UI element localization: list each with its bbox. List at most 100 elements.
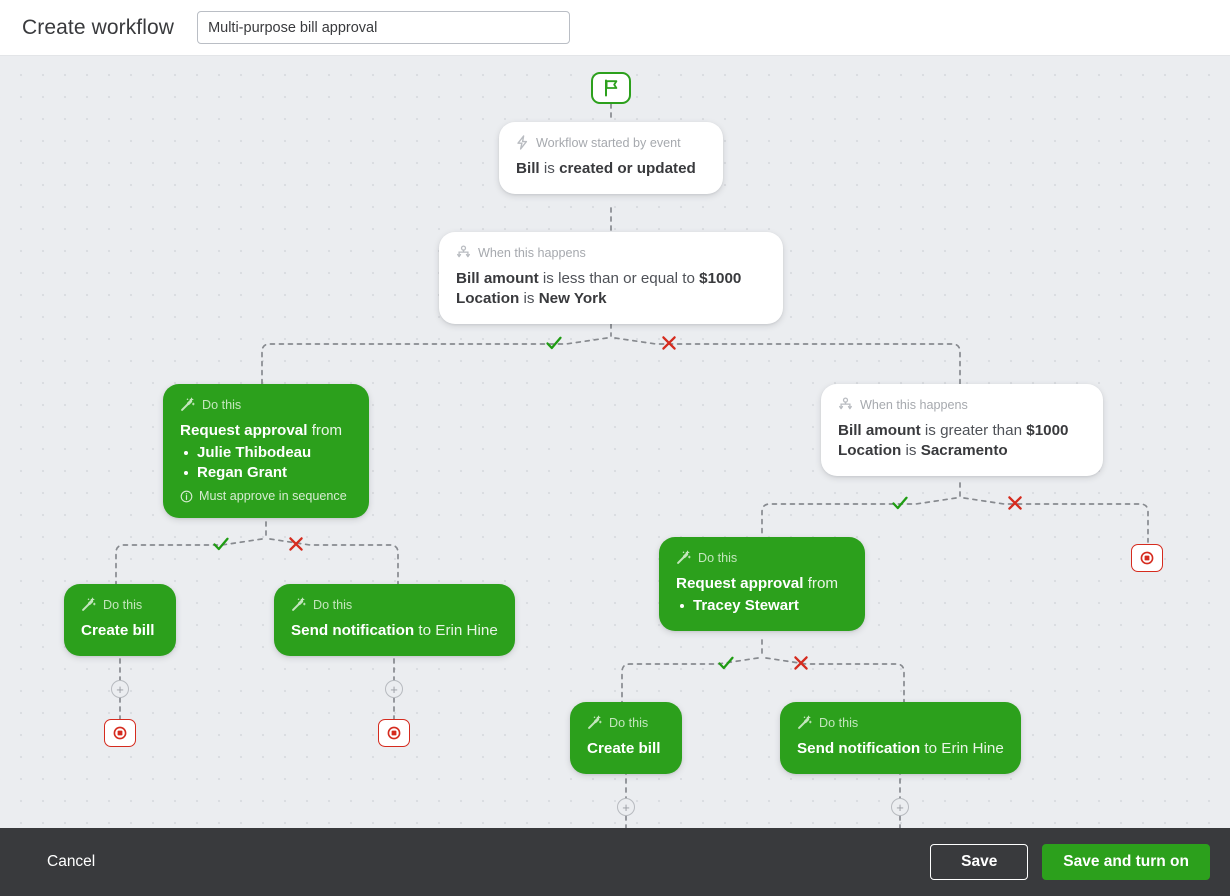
condition-1-no-marker xyxy=(658,332,680,354)
bolt-icon xyxy=(517,135,528,150)
workflow-name-input[interactable] xyxy=(197,11,571,44)
approval-2-eyebrow: Do this xyxy=(676,550,848,565)
action-card-send-notification-left[interactable]: Do this Send notification to Erin Hine xyxy=(274,584,515,656)
send-notification-right-action: Send notification xyxy=(797,740,921,757)
approval-2-eyebrow-text: Do this xyxy=(698,550,738,565)
condition-1-row-2: Location is New York xyxy=(456,289,766,309)
create-bill-left-eyebrow: Do this xyxy=(81,597,159,612)
wand-icon xyxy=(588,715,602,729)
add-node-button-create-bill-left[interactable]: + xyxy=(111,680,129,698)
branch-icon xyxy=(457,245,470,258)
trigger-card-eyebrow: Workflow started by event xyxy=(516,135,706,150)
approval-1-note: Must approve in sequence xyxy=(180,489,352,503)
list-item: Tracey Stewart xyxy=(676,596,848,616)
condition-1-field-1: Bill amount xyxy=(456,270,539,287)
condition-2-no-marker xyxy=(1004,492,1026,514)
condition-1-eyebrow-text: When this happens xyxy=(478,245,586,260)
plus-icon: + xyxy=(896,799,904,815)
app-header: Create workflow xyxy=(0,0,1230,56)
list-item: Julie Thibodeau xyxy=(180,443,352,463)
trigger-eyebrow-text: Workflow started by event xyxy=(536,135,681,150)
action-card-create-bill-right[interactable]: Do this Create bill xyxy=(570,702,682,774)
approval-2-title: Request approval from xyxy=(676,574,848,594)
check-icon xyxy=(213,537,229,551)
condition-1-value-1: $1000 xyxy=(699,270,742,287)
send-notification-right-eyebrow: Do this xyxy=(797,715,1004,730)
trigger-card-line: Bill is created or updated xyxy=(516,159,706,179)
condition-2-value-1: $1000 xyxy=(1026,422,1069,439)
trigger-event: created or updated xyxy=(559,160,696,177)
approval-1-preposition: from xyxy=(311,422,343,439)
check-icon xyxy=(718,656,734,670)
flag-icon xyxy=(604,79,617,97)
create-bill-right-eyebrow-text: Do this xyxy=(609,715,649,730)
condition-2-yes-marker xyxy=(889,492,911,514)
condition-2-row-1: Bill amount is greater than $1000 xyxy=(838,421,1086,441)
trigger-object: Bill xyxy=(516,160,540,177)
condition-1-eyebrow: When this happens xyxy=(456,245,766,260)
add-node-button-send-notification-left[interactable]: + xyxy=(385,680,403,698)
condition-2-field-2: Location xyxy=(838,442,902,459)
send-notification-right-title: Send notification to Erin Hine xyxy=(797,739,1004,759)
approval-2-approver-list: Tracey Stewart xyxy=(676,596,848,616)
condition-1-field-2: Location xyxy=(456,290,520,307)
condition-1-value-2: New York xyxy=(538,290,607,307)
footer-action-bar: Cancel Save Save and turn on xyxy=(0,828,1230,896)
start-node[interactable] xyxy=(591,72,631,104)
cross-icon xyxy=(289,537,303,551)
cross-icon xyxy=(794,656,808,670)
send-notification-left-recipient: to Erin Hine xyxy=(418,622,498,639)
condition-2-eyebrow: When this happens xyxy=(838,397,1086,412)
stop-icon xyxy=(387,726,401,740)
branch-icon xyxy=(839,397,852,410)
action-card-create-bill-left[interactable]: Do this Create bill xyxy=(64,584,176,656)
add-node-button-send-notification-right[interactable]: + xyxy=(891,798,909,816)
check-icon xyxy=(546,336,562,350)
condition-1-row-1: Bill amount is less than or equal to $10… xyxy=(456,269,766,289)
action-card-request-approval-1[interactable]: Do this Request approval from Julie Thib… xyxy=(163,384,369,518)
cancel-button[interactable]: Cancel xyxy=(45,847,97,877)
save-and-turn-on-button[interactable]: Save and turn on xyxy=(1042,844,1210,880)
condition-card-2[interactable]: When this happens Bill amount is greater… xyxy=(821,384,1103,476)
stop-icon xyxy=(1140,551,1154,565)
trigger-verb: is xyxy=(543,160,555,177)
wand-icon xyxy=(82,597,96,611)
workflow-canvas[interactable]: Workflow started by event Bill is create… xyxy=(0,56,1230,828)
approval-2-action: Request approval xyxy=(676,575,804,592)
stop-node-left-1[interactable] xyxy=(104,719,136,747)
approval-1-approver-list: Julie Thibodeau Regan Grant xyxy=(180,443,352,483)
condition-card-1[interactable]: When this happens Bill amount is less th… xyxy=(439,232,783,324)
send-notification-right-recipient: to Erin Hine xyxy=(924,740,1004,757)
approval-1-title: Request approval from xyxy=(180,421,352,441)
approval-1-no-marker xyxy=(285,533,307,555)
save-button[interactable]: Save xyxy=(930,844,1029,880)
create-bill-left-action: Create bill xyxy=(81,622,155,639)
plus-icon: + xyxy=(116,681,124,697)
wand-icon xyxy=(677,550,691,564)
create-bill-right-action: Create bill xyxy=(587,740,661,757)
add-node-button-create-bill-right[interactable]: + xyxy=(617,798,635,816)
plus-icon: + xyxy=(390,681,398,697)
action-card-send-notification-right[interactable]: Do this Send notification to Erin Hine xyxy=(780,702,1021,774)
send-notification-left-eyebrow: Do this xyxy=(291,597,498,612)
cross-icon xyxy=(662,336,676,350)
condition-1-yes-marker xyxy=(543,332,565,354)
connector-edges xyxy=(115,103,1149,828)
approval-1-action: Request approval xyxy=(180,422,308,439)
approval-2-no-marker xyxy=(790,652,812,674)
stop-icon xyxy=(113,726,127,740)
condition-2-operator-2: is xyxy=(905,442,917,459)
approval-1-eyebrow: Do this xyxy=(180,397,352,412)
condition-1-operator-2: is xyxy=(523,290,535,307)
approval-1-eyebrow-text: Do this xyxy=(202,397,242,412)
action-card-request-approval-2[interactable]: Do this Request approval from Tracey Ste… xyxy=(659,537,865,631)
plus-icon: + xyxy=(622,799,630,815)
condition-2-eyebrow-text: When this happens xyxy=(860,397,968,412)
stop-node-left-2[interactable] xyxy=(378,719,410,747)
stop-node-right-1[interactable] xyxy=(1131,544,1163,572)
trigger-card[interactable]: Workflow started by event Bill is create… xyxy=(499,122,723,194)
approval-1-yes-marker xyxy=(210,533,232,555)
info-icon xyxy=(180,490,193,502)
approval-2-preposition: from xyxy=(807,575,839,592)
wand-icon xyxy=(181,397,195,411)
